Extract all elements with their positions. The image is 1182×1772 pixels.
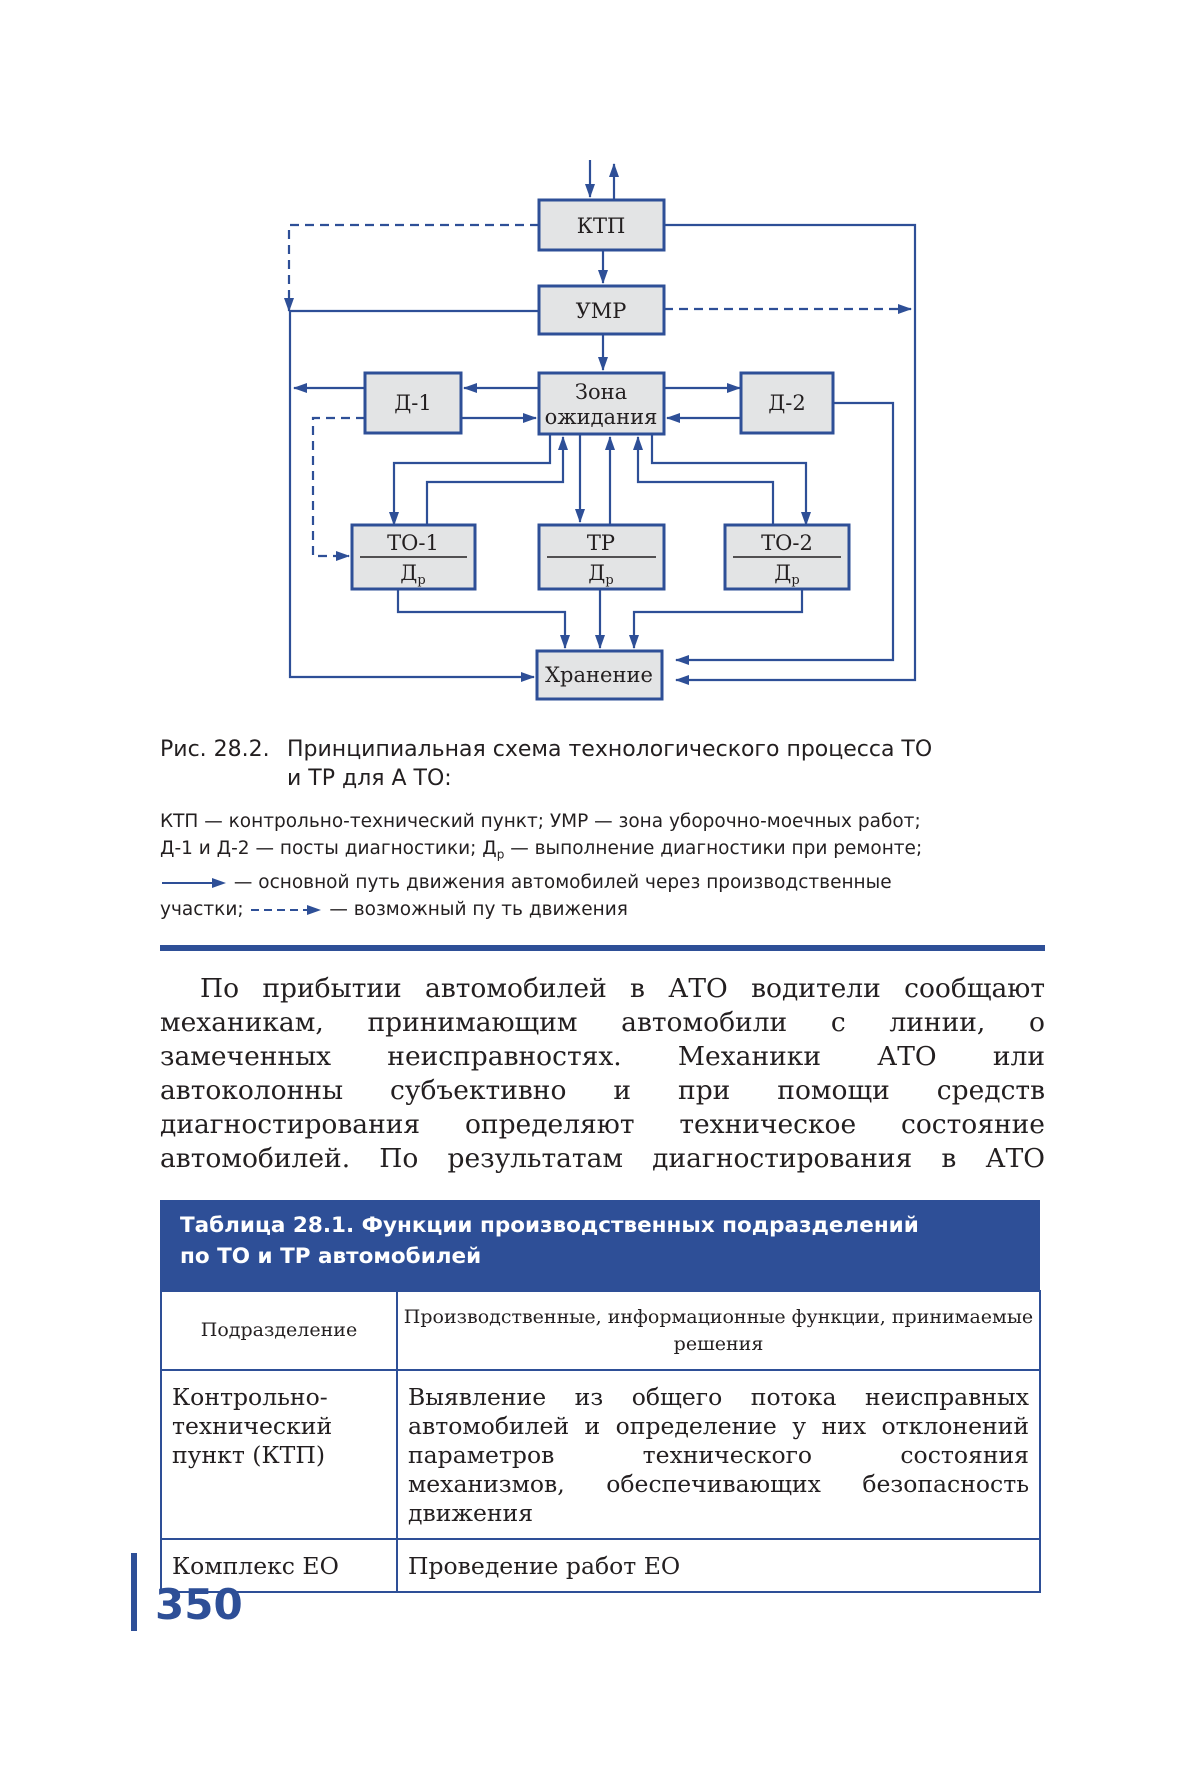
node-d1: Д-1 bbox=[363, 371, 463, 435]
node-umr: УМР bbox=[537, 284, 666, 336]
table-title: Таблица 28.1. Функции производственных п… bbox=[160, 1200, 1040, 1290]
table-header-row: Подразделение Производственные, информац… bbox=[160, 1290, 1041, 1371]
node-waiting-zone-line2: ожидания bbox=[545, 405, 658, 429]
to2-zone-path bbox=[633, 436, 775, 525]
to1-storage-path bbox=[396, 589, 570, 649]
dashed-arrow-icon bbox=[251, 904, 322, 915]
table-header-functions: Производственные, информационные функции… bbox=[396, 1290, 1041, 1371]
node-to2-label: ТО-2 bbox=[761, 531, 813, 555]
table-row: Контрольно-технический пункт (КТП) Выявл… bbox=[160, 1369, 1041, 1540]
d2-storage-path bbox=[675, 401, 895, 665]
node-to1: ТО-1 Др bbox=[350, 523, 477, 591]
legend-line-2: Д-1 и Д-2 — посты диагностики; Др — выпо… bbox=[160, 838, 923, 862]
legend-line-1: КТП — контрольно-технический пункт; УМР … bbox=[160, 811, 921, 832]
node-tr-label: ТР bbox=[587, 531, 615, 555]
node-ktp: КТП bbox=[537, 198, 666, 252]
page-number: 350 bbox=[155, 1580, 243, 1629]
figure-legend: КТП — контрольно-технический пункт; УМР … bbox=[160, 808, 1040, 923]
node-ktp-label: КТП bbox=[577, 214, 626, 238]
figure-title-line1: Принципиальная схема технологического пр… bbox=[287, 737, 933, 762]
legend-line-4: участки; — возможный пу ть движения bbox=[160, 898, 628, 920]
zone-to1-path bbox=[389, 434, 552, 526]
table-row: Комплекс ЕО Проведение работ ЕО bbox=[160, 1538, 1041, 1593]
node-to2-dr: Др bbox=[774, 561, 799, 588]
diagram-connections bbox=[284, 160, 917, 685]
table-cell-unit: Контрольно-технический пункт (КТП) bbox=[160, 1369, 398, 1540]
node-waiting-zone-line1: Зона bbox=[575, 380, 627, 404]
node-to2: ТО-2 Др bbox=[723, 523, 851, 591]
ktp-dashed-path bbox=[284, 223, 539, 312]
node-storage: Хранение bbox=[535, 649, 664, 701]
node-umr-label: УМР bbox=[576, 299, 627, 323]
node-to1-label: ТО-1 bbox=[387, 531, 439, 555]
umr-storage-path bbox=[288, 309, 539, 682]
node-storage-label: Хранение bbox=[545, 663, 653, 687]
table-cell-functions: Выявление из общего потока неисправных а… bbox=[396, 1369, 1041, 1540]
to1-zone-path bbox=[425, 436, 568, 525]
node-d2: Д-2 bbox=[739, 371, 835, 435]
node-to1-dr: Др bbox=[400, 561, 425, 588]
zone-to2-path bbox=[650, 434, 811, 526]
figure-title-line2: и ТР для А ТО: bbox=[287, 766, 452, 791]
ktp-storage-path bbox=[664, 223, 917, 685]
legend-line-3: — основной путь движения автомобилей чер… bbox=[160, 869, 1040, 896]
table-cell-unit: Комплекс ЕО bbox=[160, 1538, 398, 1593]
process-flow-diagram: КТП УМР Д-1 Зона ожидания Д-2 ТО-1 Др ТР… bbox=[284, 160, 917, 701]
section-divider bbox=[160, 945, 1045, 951]
table-cell-functions: Проведение работ ЕО bbox=[396, 1538, 1041, 1593]
node-waiting-zone: Зона ожидания bbox=[537, 371, 666, 436]
page-number-bar bbox=[131, 1553, 137, 1631]
node-tr: ТР Др bbox=[537, 523, 666, 591]
solid-arrow-icon bbox=[162, 877, 226, 888]
table-header-unit: Подразделение bbox=[160, 1290, 398, 1371]
table-title-line1: Таблица 28.1. Функции производственных п… bbox=[180, 1213, 919, 1238]
body-paragraph: По прибытии автомобилей в АТО водители с… bbox=[160, 973, 1045, 1174]
functions-table: Подразделение Производственные, информац… bbox=[160, 1290, 1041, 1593]
node-d1-label: Д-1 bbox=[394, 391, 432, 415]
figure-number: Рис. 28.2. bbox=[160, 737, 270, 762]
d1-to1-dashed-path bbox=[311, 416, 365, 561]
table-title-line2: по ТО и ТР автомобилей bbox=[180, 1244, 482, 1269]
to2-storage-path bbox=[629, 589, 804, 649]
node-d2-label: Д-2 bbox=[768, 391, 806, 415]
node-tr-dr: Др bbox=[588, 561, 613, 588]
figure-caption: Рис. 28.2. Принципиальная схема технологи… bbox=[160, 735, 1060, 793]
